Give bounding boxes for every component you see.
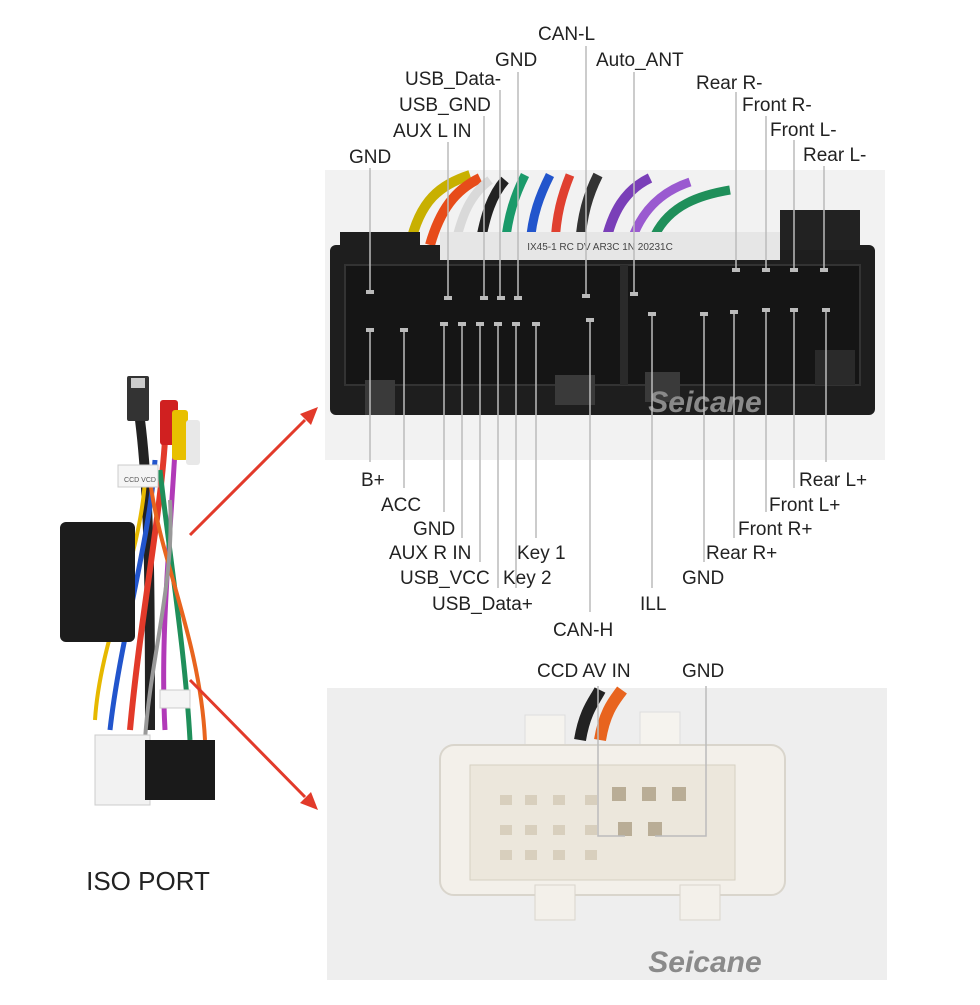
pin-label-aux-r-in: AUX R IN [389, 543, 471, 564]
top-leader-lines [369, 46, 825, 296]
pin-label-front-l-minus: Front L- [770, 120, 837, 141]
pin-label-usb-vcc: USB_VCC [400, 568, 490, 589]
pin-label-usb-data-plus: USB_Data+ [432, 594, 533, 615]
pin-label-rear-l-minus: Rear L- [803, 145, 866, 166]
top-connector-body [330, 210, 875, 415]
arrow-to-top-connector [188, 407, 318, 537]
bottom-watermark: Seicane [648, 946, 761, 979]
harness-tag: CCD VCD [124, 477, 156, 484]
pin-label-gnd-bottom-2: GND [682, 568, 724, 589]
pin-label-rear-l-plus: Rear L+ [799, 470, 867, 491]
harness-caption: ISO PORT [86, 866, 210, 896]
top-watermark: Seicane [648, 386, 761, 419]
pin-label-gnd-top: GND [349, 147, 391, 168]
pin-label-front-l-plus: Front L+ [769, 495, 840, 516]
pin-label-acc: ACC [381, 495, 421, 516]
pin-label-rear-r-plus: Rear R+ [706, 543, 777, 564]
pin-label-rear-r-minus: Rear R- [696, 73, 763, 94]
ccd-leader-lines [597, 686, 707, 837]
pin-label-ccd-av-in: CCD AV IN [537, 661, 631, 682]
pin-label-usb-gnd: USB_GND [399, 95, 491, 116]
pin-label-usb-data-minus: USB_Data- [405, 69, 501, 90]
pin-label-b-plus: B+ [361, 470, 385, 491]
top-connector-pin-holes [366, 268, 830, 332]
pin-label-key-2: Key 2 [503, 568, 552, 589]
pin-label-gnd-bottom: GND [413, 519, 455, 540]
pin-label-can-l: CAN-L [538, 24, 595, 45]
arrow-to-bottom-connector [188, 678, 318, 810]
pin-label-gnd-top-2: GND [495, 50, 537, 71]
bottom-connector-cavities [500, 787, 686, 860]
pin-label-ccd-gnd: GND [682, 661, 724, 682]
pin-label-auto-ant: Auto_ANT [596, 50, 684, 71]
bottom-leader-lines [369, 312, 827, 612]
pin-label-ill: ILL [640, 594, 666, 615]
pin-label-key-1: Key 1 [517, 543, 566, 564]
connector-sticker: IX45-1 RC DV AR3C 1N 20231C [527, 242, 673, 253]
pin-label-can-h: CAN-H [553, 620, 613, 641]
pin-label-aux-l-in: AUX L IN [393, 121, 472, 142]
pin-label-front-r-plus: Front R+ [738, 519, 812, 540]
pin-label-front-r-minus: Front R- [742, 95, 812, 116]
harness-illustration [60, 376, 215, 806]
